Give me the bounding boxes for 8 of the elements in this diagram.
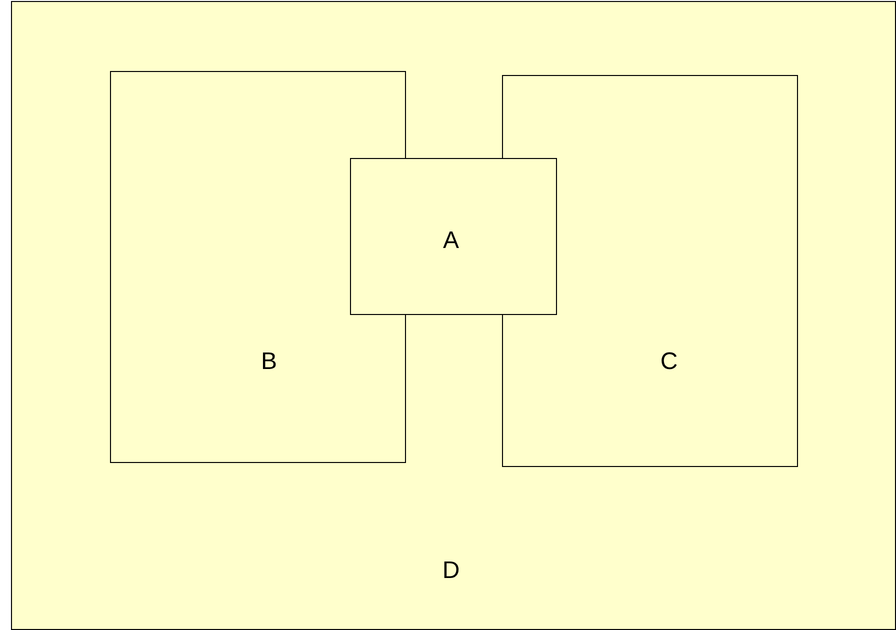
rectangle-box: [350, 158, 557, 315]
rectangle-box: [110, 71, 406, 463]
box-label: C: [660, 350, 678, 374]
box-label: B: [261, 350, 277, 374]
box-label: A: [443, 229, 459, 253]
rectangle-box: [11, 1, 896, 630]
box-label: D: [442, 559, 460, 583]
rectangle-box: [502, 75, 798, 467]
